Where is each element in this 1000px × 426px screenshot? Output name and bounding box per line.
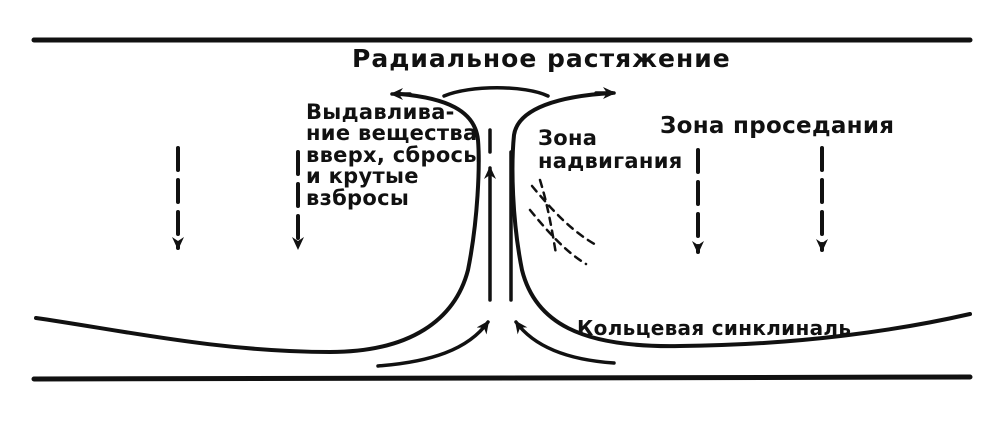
ring-syncline-label: Кольцевая синклиналь: [577, 316, 852, 340]
thrust-dashed-line-3: [538, 178, 558, 256]
extrusion-label-line-3: вверх, сбросы: [306, 142, 483, 167]
bottom-boundary-line: [31, 374, 973, 382]
left-layer-curve: [34, 92, 481, 354]
right-layer-curve: [510, 91, 972, 349]
subsidence-zone-label: Зона проседания: [660, 113, 895, 139]
radial-extension-label: Радиальное растяжение: [352, 44, 731, 73]
extrusion-label-line-4: и крутые: [306, 164, 419, 189]
dome-cap: [442, 86, 550, 98]
thrust-zone-label-line-1: Зона: [538, 126, 598, 150]
thrust-zone-label: Зона надвигания: [538, 126, 683, 174]
extrusion-label-line-5: взбросы: [306, 185, 410, 210]
inflow-left-arrow: [376, 320, 490, 368]
thrust-dashed-line-2: [528, 208, 588, 266]
thrust-dashed-line-1: [530, 184, 600, 248]
inflow-right-arrow: [514, 320, 616, 365]
extrusion-label-line-1: Выдавлива-: [306, 100, 455, 124]
extrusion-label: Выдавлива- ние вещества вверх, сбросы и …: [306, 100, 483, 210]
thrust-zone-label-line-2: надвигания: [538, 149, 683, 174]
extrusion-label-line-2: ние вещества: [306, 121, 478, 146]
